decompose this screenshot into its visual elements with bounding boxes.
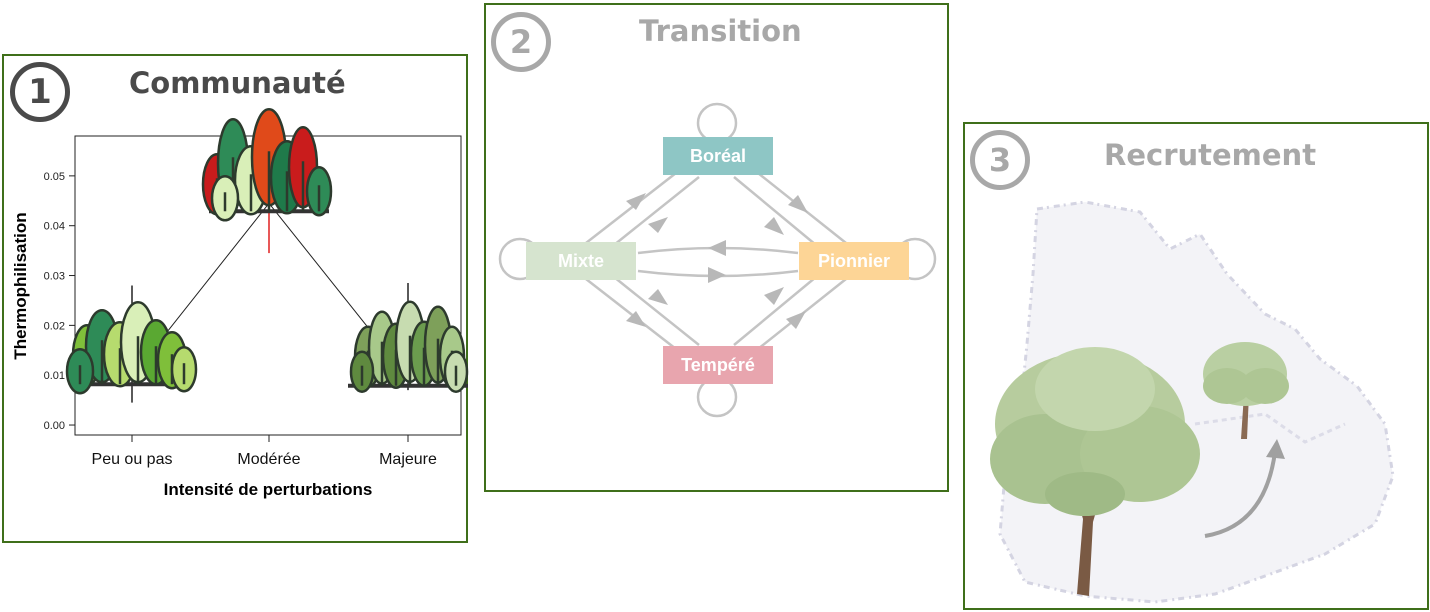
self-loop-boreal [696, 102, 738, 144]
arrowhead [648, 217, 668, 233]
edge-mixte-boreal-outer [585, 172, 677, 244]
panel-title-transition: Transition [639, 14, 802, 48]
panel-transition: 2 Transition [484, 3, 949, 492]
edge-boreal-mixte-inner [613, 176, 700, 246]
panel-number-1: 1 [10, 62, 70, 122]
panel-recrutement: 3 Recrutement [963, 122, 1429, 610]
arrowhead [788, 195, 808, 213]
arrowhead [708, 267, 726, 283]
y-tick-label: 0.00 [44, 420, 65, 432]
panel-communaute: 1 Communauté 0.00 0.01 0.02 0.03 0.04 0.05 Pe… [2, 54, 469, 543]
arrowhead [648, 289, 668, 305]
y-tick-label: 0.05 [44, 171, 65, 183]
tree-cluster-marker [348, 300, 469, 393]
state-tempere: Tempéré [663, 346, 773, 384]
tree-cluster-marker [65, 300, 198, 395]
arrowhead [708, 240, 726, 256]
panel-title-communaute: Communauté [129, 66, 346, 100]
edge-tempere-mixte-inner [613, 276, 700, 346]
state-pionnier-box [799, 242, 909, 280]
state-mixte-box [526, 242, 636, 280]
state-mixte-label: Mixte [558, 251, 604, 271]
arrowhead [764, 217, 784, 235]
y-tick-label: 0.03 [44, 271, 65, 283]
edge-boreal-pionnier-inner [733, 176, 817, 246]
arrowhead [786, 311, 806, 329]
arrowhead [764, 287, 784, 305]
small-tree-illustration [1203, 342, 1289, 439]
x-axis-label: Intensité de perturbations [164, 480, 373, 499]
state-tempere-label: Tempéré [681, 355, 755, 375]
state-pionnier-label: Pionnier [818, 251, 890, 271]
y-tick-label: 0.04 [44, 221, 65, 233]
state-boreal-box [663, 137, 773, 175]
panel-title-recrutement: Recrutement [1104, 138, 1317, 172]
state-boreal: Boréal [663, 137, 773, 175]
tree-cluster-marker [201, 108, 333, 222]
y-tick-label: 0.01 [44, 370, 65, 382]
x-tick-label: Peu ou pas [92, 451, 173, 468]
panel-number-2: 2 [491, 12, 551, 72]
edge-tempere-pionnier-inner [733, 276, 817, 346]
thermophilisation-chart: 0.00 0.01 0.02 0.03 0.04 0.05 Peu ou pas Modér… [11, 108, 469, 499]
y-tick-label: 0.02 [44, 320, 65, 332]
x-tick-label: Modérée [237, 451, 300, 468]
x-tick-label: Majeure [379, 451, 437, 468]
panel-number-3: 3 [970, 130, 1030, 190]
quebec-map-illustration [990, 200, 1395, 604]
state-mixte: Mixte [526, 242, 636, 280]
arrowhead [626, 311, 646, 327]
state-pionnier: Pionnier [799, 242, 909, 280]
arrowhead [626, 193, 646, 210]
state-tempere-box [663, 346, 773, 384]
migration-arrow-head [1266, 439, 1285, 459]
migration-arrow [1204, 451, 1277, 538]
y-axis-label: Thermophilisation [11, 212, 30, 359]
large-tree-illustration [990, 347, 1200, 596]
state-boreal-label: Boréal [690, 146, 746, 166]
edge-mixte-tempere-outer [585, 278, 677, 350]
